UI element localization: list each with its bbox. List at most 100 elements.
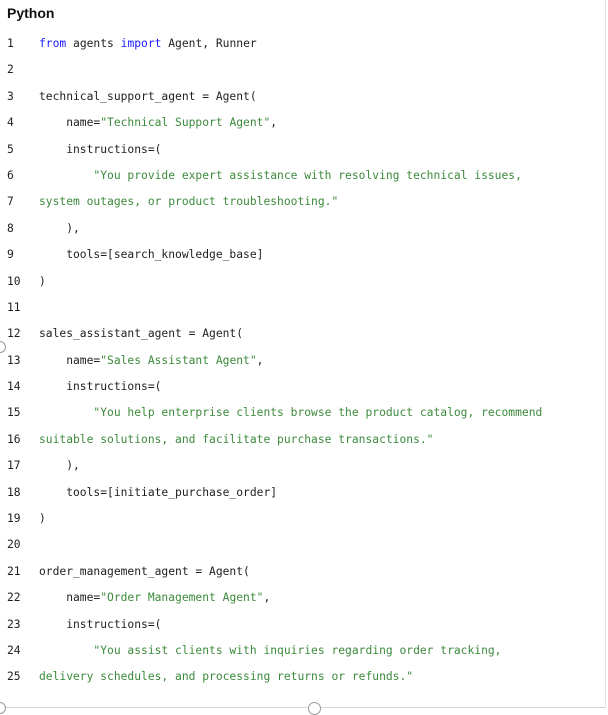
- line-number: 22: [7, 591, 21, 605]
- code-token: Agent, Runner: [161, 37, 257, 50]
- line-number: 6: [7, 168, 14, 182]
- code-line: 24 "You assist clients with inquiries re…: [0, 638, 606, 664]
- string-token: "You help enterprise clients browse the …: [39, 406, 543, 420]
- line-number: 10: [7, 274, 21, 288]
- code-line: 9 tools=[search_knowledge_base]: [0, 242, 606, 268]
- line-content: "You assist clients with inquiries regar…: [39, 638, 502, 664]
- resize-handle-bottom-icon[interactable]: [308, 702, 321, 715]
- line-number: 18: [7, 485, 21, 499]
- line-content: name="Order Management Agent",: [39, 585, 270, 611]
- code-line: 18 tools=[initiate_purchase_order]: [0, 480, 606, 506]
- line-content: instructions=(: [39, 374, 161, 400]
- code-token: instructions=(: [39, 617, 162, 631]
- code-token: name=: [39, 116, 101, 130]
- line-content: suitable solutions, and facilitate purch…: [39, 427, 433, 453]
- line-content: order_management_agent = Agent(: [39, 559, 250, 585]
- line-content: tools=[initiate_purchase_order]: [39, 480, 277, 506]
- line-number: 11: [7, 300, 21, 314]
- code-token: ): [39, 512, 46, 526]
- line-content: name="Sales Assistant Agent",: [39, 348, 263, 374]
- code-line: 21 order_management_agent = Agent(: [0, 559, 606, 585]
- line-number: 3: [7, 89, 14, 103]
- code-line: 16 suitable solutions, and facilitate pur…: [0, 427, 606, 453]
- code-token: sales_assistant_agent = Agent(: [39, 327, 244, 341]
- line-content: instructions=(: [39, 612, 161, 638]
- line-number: 24: [7, 643, 21, 657]
- string-token: suitable solutions, and facilitate purch…: [39, 432, 434, 446]
- line-content: "You help enterprise clients browse the …: [39, 400, 542, 426]
- string-token: system outages, or product troubleshooti…: [39, 195, 339, 209]
- code-line: 7 system outages, or product troubleshoot…: [0, 189, 606, 215]
- line-content: ): [39, 506, 46, 532]
- line-number: 19: [7, 512, 21, 526]
- string-token: "You provide expert assistance with reso…: [39, 168, 522, 182]
- code-line: 10): [0, 269, 606, 295]
- code-token: ,: [256, 353, 264, 367]
- code-token: order_management_agent = Agent(: [39, 564, 250, 578]
- keyword-token: from: [39, 37, 67, 50]
- code-token: technical_support_agent = Agent(: [39, 89, 257, 103]
- line-number: 4: [7, 116, 14, 130]
- line-content: ),: [39, 453, 80, 479]
- line-content: sales_assistant_agent = Agent(: [39, 321, 243, 347]
- code-line: 1 from agents import Agent, Runner: [0, 31, 606, 57]
- code-line: 6 "You provide expert assistance with re…: [0, 163, 606, 189]
- code-line: 20: [0, 532, 606, 558]
- code-token: tools=[initiate_purchase_order]: [39, 485, 278, 499]
- line-number: 1: [7, 37, 14, 50]
- string-token: "Technical Support Agent": [100, 116, 271, 130]
- code-line: 11: [0, 295, 606, 321]
- code-line: 8 ),: [0, 216, 606, 242]
- code-line: 12 sales_assistant_agent = Agent(: [0, 321, 606, 347]
- code-line: 13 name="Sales Assistant Agent",: [0, 348, 606, 374]
- line-number: 12: [7, 327, 21, 341]
- string-token: "You assist clients with inquiries regar…: [39, 643, 502, 657]
- line-content: system outages, or product troubleshooti…: [39, 189, 338, 215]
- keyword-token: import: [120, 37, 162, 50]
- code-line: 22 name="Order Management Agent",: [0, 585, 606, 611]
- code-token: ,: [270, 116, 278, 130]
- code-token: ),: [39, 221, 80, 235]
- line-number: 13: [7, 353, 21, 367]
- line-number: 15: [7, 406, 21, 420]
- line-content: ): [39, 269, 46, 295]
- code-line: 15 "You help enterprise clients browse t…: [0, 400, 606, 426]
- code-line: 4 name="Technical Support Agent",: [0, 110, 606, 136]
- line-content: from agents import Agent, Runner: [39, 31, 257, 57]
- code-token: tools=[search_knowledge_base]: [39, 248, 264, 262]
- code-line: 2: [0, 57, 606, 83]
- code-token: ),: [39, 459, 80, 473]
- line-number: 25: [7, 670, 21, 684]
- line-number: 8: [7, 221, 14, 235]
- line-content: tools=[search_knowledge_base]: [39, 242, 263, 268]
- line-number: 2: [7, 63, 14, 77]
- line-number: 5: [7, 142, 14, 156]
- line-content: name="Technical Support Agent",: [39, 110, 277, 136]
- line-number: 23: [7, 617, 21, 631]
- line-number: 20: [7, 538, 21, 552]
- line-number: 16: [7, 432, 21, 446]
- language-label: Python: [7, 5, 55, 21]
- code-line: 25 delivery schedules, and processing ret…: [0, 664, 606, 690]
- code-token: instructions=(: [39, 380, 162, 394]
- code-token: name=: [39, 591, 101, 605]
- code-token: ,: [263, 591, 271, 605]
- code-token: name=: [39, 353, 101, 367]
- line-content: ),: [39, 216, 80, 242]
- code-line: 3 technical_support_agent = Agent(: [0, 84, 606, 110]
- code-token: ): [39, 274, 46, 288]
- line-number: 14: [7, 380, 21, 394]
- line-number: 21: [7, 564, 21, 578]
- code-line: 19): [0, 506, 606, 532]
- line-number: 17: [7, 459, 21, 473]
- string-token: delivery schedules, and processing retur…: [39, 670, 414, 684]
- code-line: 5 instructions=(: [0, 137, 606, 163]
- code-line: 14 instructions=(: [0, 374, 606, 400]
- code-line: 17 ),: [0, 453, 606, 479]
- code-line: 23 instructions=(: [0, 612, 606, 638]
- code-token: agents: [66, 37, 121, 50]
- line-content: "You provide expert assistance with reso…: [39, 163, 522, 189]
- line-number: 7: [7, 195, 14, 209]
